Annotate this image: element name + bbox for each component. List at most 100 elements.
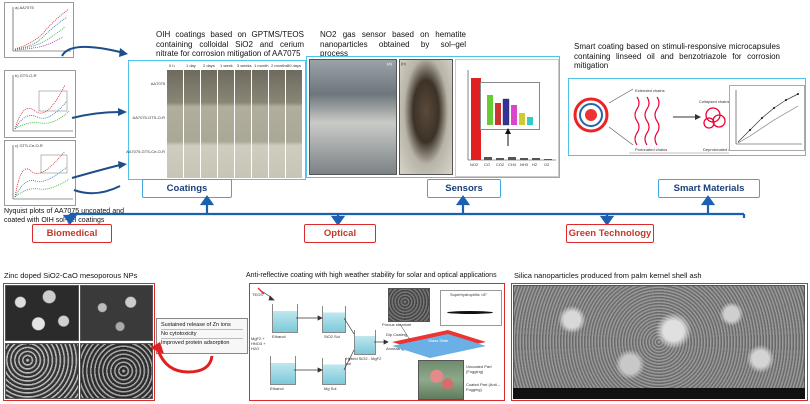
optical-caption: Anti-reflective coating with high weathe… [246, 272, 497, 279]
time-col-4: 3 weeks [237, 63, 252, 68]
uncoated-label: Uncoated Part (Fogging) [466, 364, 492, 374]
coated-label: Coated Part (Anti – Fogging) [466, 382, 501, 392]
corrosion-photo-grid [167, 70, 303, 178]
diagram-label-extended: Extended chains [635, 88, 665, 93]
time-col-1: 1 day [186, 63, 196, 68]
green-technology-label: Green Technology [566, 224, 654, 243]
green-panel [511, 283, 808, 401]
silica-sem-photo [513, 285, 805, 399]
nyquist-caption: Nyquist plots of AA7075 uncoated and coa… [4, 208, 124, 224]
glass-slide-graphic [392, 323, 486, 358]
antifog-photo [418, 360, 464, 400]
time-col-0: 0 h [169, 63, 175, 68]
release-plot [729, 85, 805, 151]
beaker-ethanol-top [272, 304, 298, 333]
coatings-label: Coatings [142, 179, 232, 198]
time-col-5: 1 month [254, 63, 269, 68]
porous-label: Porous structure [382, 322, 412, 327]
smart-panel: Extended chains Collapsed chains Protona… [568, 78, 806, 156]
property-1: Sustained release of Zn ions [161, 321, 243, 330]
sem-photo-1 [5, 285, 79, 341]
sem-photo-2 [80, 285, 153, 341]
biomedical-panel [3, 283, 155, 401]
sem-photo-4 [80, 343, 153, 399]
smart-caption: Smart coating based on stimuli-responsiv… [574, 42, 780, 70]
panel-tag-a: (a) [387, 61, 392, 66]
ethanol-top-label: Ethanol [272, 334, 286, 339]
time-col-3: 1 week [220, 63, 233, 68]
mg-sol-label: Mg Sol [324, 386, 337, 391]
cat-6: O2 [544, 162, 550, 167]
mg-precursors-label: MgF2 + HNO3 + H2O [251, 336, 266, 351]
time-col-2: 2 days [203, 63, 215, 68]
nyquist-plot-a: a) AA7075 [4, 2, 74, 58]
inset-bars [487, 95, 533, 126]
beaker-hybrid [354, 330, 376, 355]
inset-arrow [505, 128, 511, 146]
row-label-3: AA7075-GTS-Ce-O-R [126, 149, 165, 154]
ethanol-bottom-label: Ethanol [270, 386, 284, 391]
teos-label: TEOS [252, 292, 263, 297]
superhydrophilic-label: Superhydrophilic <8° [450, 292, 488, 297]
nyquist-plot-c: c) GTS-Ce-O-R [4, 140, 76, 206]
diagram-label-collapsed: Collapsed chains [699, 99, 730, 104]
cat-5: H2 [532, 162, 538, 167]
optical-label: Optical [304, 224, 376, 243]
biomedical-properties: Sustained release of Zn ions No cytotoxi… [156, 318, 248, 354]
row-label-1: AA7075 [150, 81, 165, 86]
nyquist-plot-b: b) GTS-O-R [4, 70, 76, 138]
coatings-caption: OIH coatings based on GPTMS/TEOS contain… [156, 30, 304, 58]
diagram-label-protonated: Protonated chains [635, 147, 668, 152]
sem-photo-3 [5, 343, 79, 399]
selectivity-chart: NO2 CO CO2 CH4 NH3 H2 O2 [455, 59, 559, 177]
dip-coating-label: Dip Coating [386, 332, 407, 337]
sio2-sol-label: SiO2 Sol [324, 334, 340, 339]
droplet-shape [447, 311, 493, 314]
cat-3: CH4 [508, 162, 517, 167]
green-caption: Silica nanoparticles produced from palm … [514, 271, 702, 280]
contact-angle-box [440, 290, 502, 326]
property-2: No cytotoxicity [161, 330, 243, 339]
inset-chart [480, 82, 540, 130]
sem-info-bar [513, 388, 805, 399]
biomedical-caption: Zinc doped SiO2-CaO mesoporous NPs [4, 271, 138, 280]
bar-axis-labels: NO2 CO CO2 CH4 NH3 H2 O2 [468, 162, 558, 172]
cat-1: CO [484, 162, 490, 167]
diagram-label-deprotonated: Deprotonated chains [703, 147, 740, 152]
release-plot-graphic [735, 90, 802, 145]
plot-title-b: b) GTS-O-R [15, 73, 37, 78]
time-col-6: 2 months [271, 63, 288, 68]
panel-tag-b: (b) [401, 61, 406, 66]
beaker-ethanol-bottom [270, 356, 296, 385]
sensor-device-photo [399, 59, 453, 175]
property-3: Improved protein adsorption [161, 340, 230, 346]
microcapsule-diagram [573, 88, 729, 154]
nyquist-plot-c-graphic [12, 145, 73, 200]
beaker-mg [322, 358, 346, 385]
annealing-label: Annealing [386, 346, 404, 351]
plot-title-a: a) AA7075 [15, 5, 34, 10]
cat-0: NO2 [470, 162, 479, 167]
nyquist-plot-a-graphic [12, 7, 71, 52]
plot-title-c: c) GTS-Ce-O-R [15, 143, 43, 148]
beaker-sio2 [322, 306, 346, 333]
glass-slide-label: Glass Slide [428, 338, 449, 343]
optical-panel: TEOS MgF2 + HNO3 + H2O Ethanol SiO2 Sol … [249, 283, 505, 401]
time-header: 0 h 1 day 2 days 1 week 3 weeks 1 month … [167, 63, 303, 69]
selectivity-bars [467, 70, 556, 161]
hybrid-sol-label: Hybrid SiO2 - MgF2 sol [346, 356, 382, 366]
optical-flow-arrows [257, 287, 389, 373]
cat-2: CO2 [496, 162, 505, 167]
coatings-panel: AA7075 AA7075-GTS-O-R AA7075-GTS-Ce-O-R … [126, 60, 306, 180]
lab-setup-photo [309, 59, 397, 175]
biomedical-label: Biomedical [32, 224, 112, 243]
nyquist-plot-b-graphic [12, 75, 73, 132]
row-label-2: AA7075-GTS-O-R [132, 115, 165, 120]
porous-sem-photo [388, 288, 430, 322]
cat-4: NH3 [520, 162, 529, 167]
sensors-panel: (a) (b) [306, 56, 560, 178]
sensors-caption: NO2 gas sensor based on hematite nanopar… [320, 30, 466, 58]
